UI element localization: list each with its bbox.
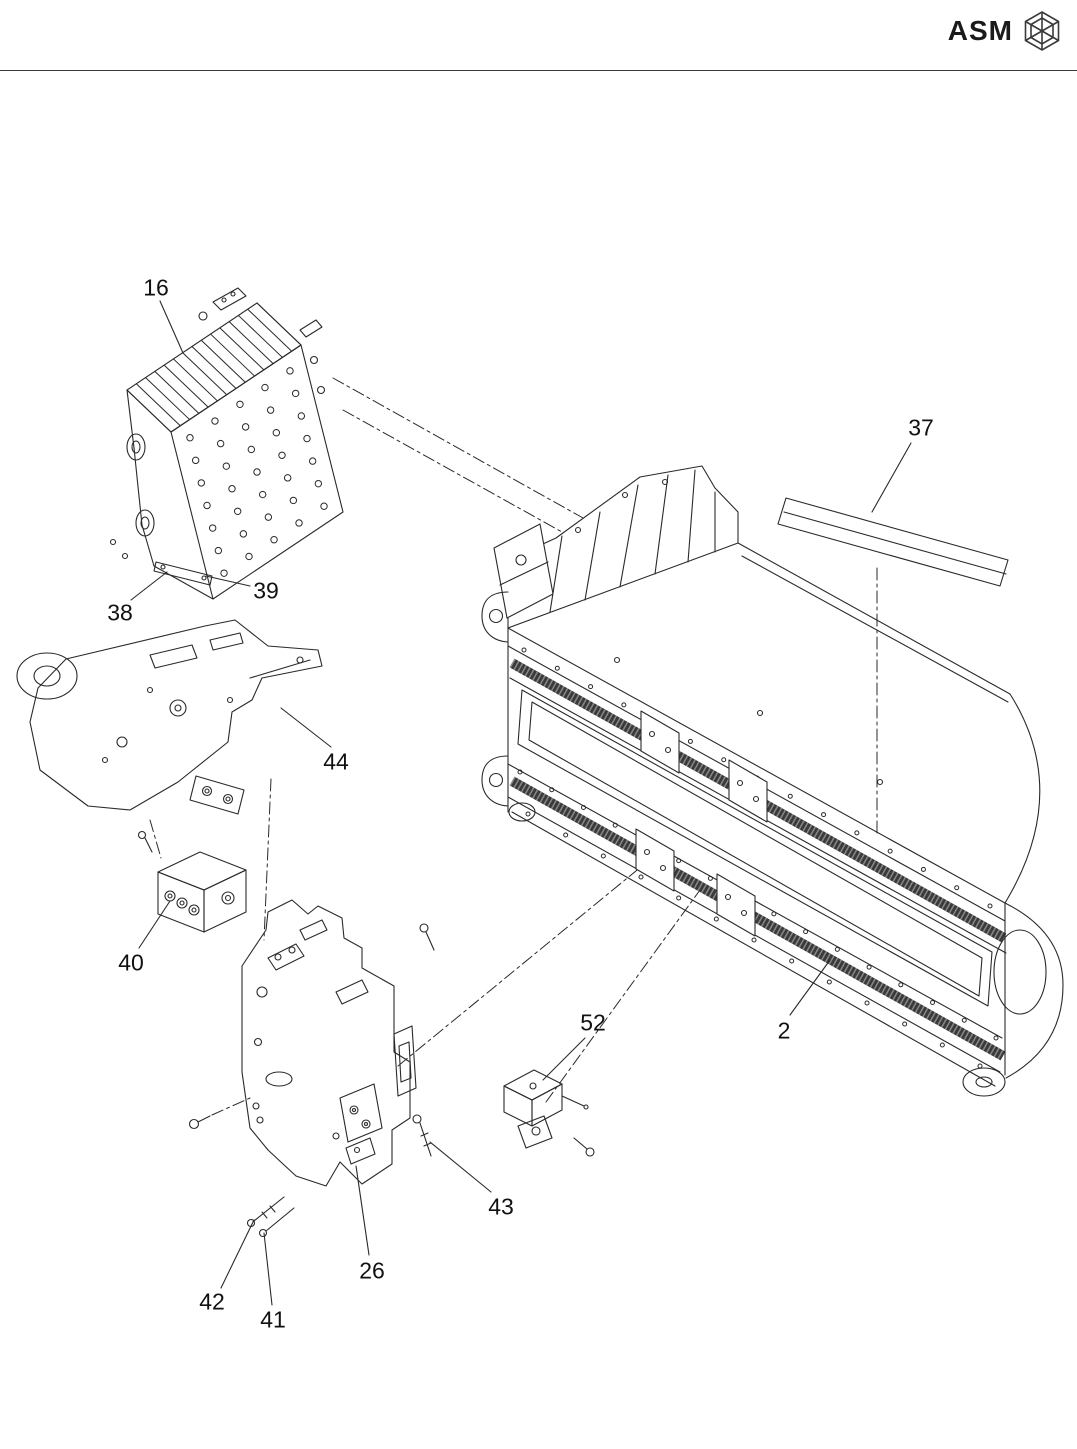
asm-hexagon-logo-icon (1024, 11, 1060, 51)
callout-leader-lines (130, 300, 912, 1306)
page-header: ASM (948, 10, 1063, 52)
part-2-rail-assembly-drawing (481, 465, 1064, 1097)
callout-part-40: 40 (118, 949, 144, 976)
callout-part-16: 16 (143, 274, 169, 301)
callout-part-42: 42 (199, 1288, 225, 1315)
part-44-carriage-drawing (16, 619, 323, 853)
screws-41-42-drawing (246, 1196, 295, 1238)
callout-part-38: 38 (107, 599, 133, 626)
part-38-39-bracket-drawing (153, 561, 213, 586)
screw-43-drawing (412, 1114, 432, 1157)
callout-part-41: 41 (260, 1306, 286, 1333)
callout-part-52: 52 (580, 1009, 606, 1036)
header-divider (0, 70, 1077, 71)
part-26-plate-drawing (188, 899, 435, 1187)
part-37-strip-drawing (777, 497, 1009, 587)
callout-part-44: 44 (323, 748, 349, 775)
callout-part-26: 26 (359, 1257, 385, 1284)
callout-part-43: 43 (488, 1193, 514, 1220)
callout-part-39: 39 (253, 577, 279, 604)
assembly-axis-lines (149, 377, 878, 1116)
part-40-manifold-drawing (157, 851, 247, 933)
part-16-module-drawing (109, 287, 344, 600)
part-52-bracket-drawing (503, 1069, 595, 1157)
callout-part-37: 37 (908, 414, 934, 441)
callout-part-2: 2 (777, 1017, 791, 1044)
asm-logo-text: ASM (947, 15, 1013, 46)
